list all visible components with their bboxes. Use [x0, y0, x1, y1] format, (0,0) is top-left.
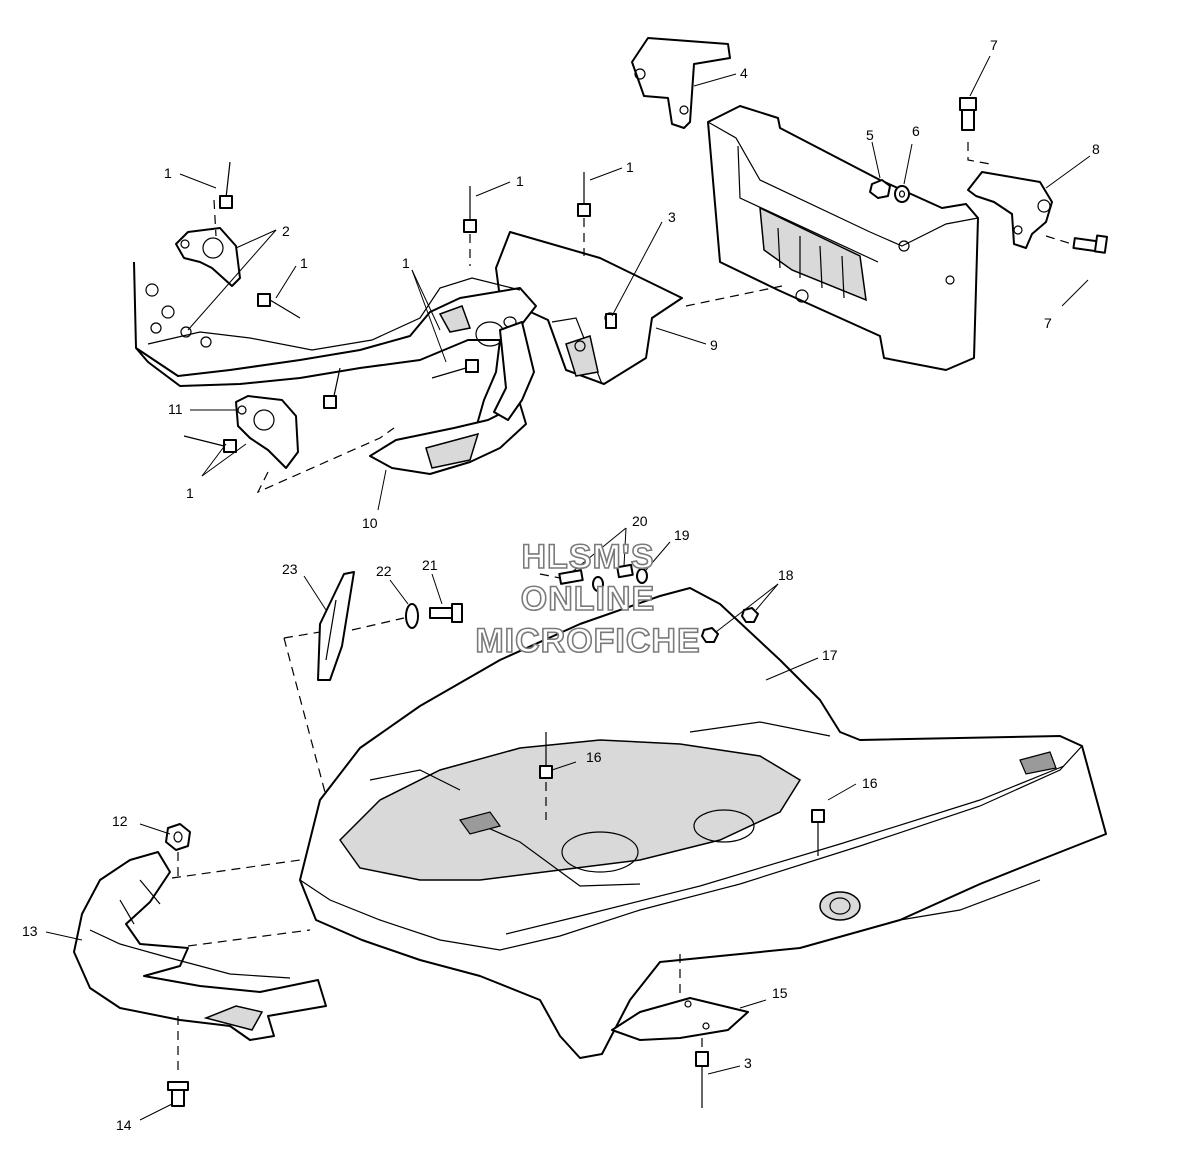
callout-17: 17: [822, 647, 838, 663]
callout-6: 6: [912, 123, 920, 139]
part-8-bracket: [967, 171, 1053, 249]
part-15-plate: [611, 997, 749, 1041]
callout-12: 12: [112, 813, 128, 829]
watermark: HLSM'S ONLINE MICROFICHE: [475, 537, 701, 661]
callout-7: 7: [990, 37, 998, 53]
leader-lines: [45, 55, 1091, 1121]
part-7-bolt-upper: [959, 97, 977, 131]
rivet-1a: [219, 161, 233, 209]
callout-1: 1: [300, 255, 308, 271]
rivet-3: [605, 313, 617, 329]
callout-2: 2: [282, 223, 290, 239]
rivet-1e: [431, 359, 479, 379]
part-12-nut: [165, 823, 191, 851]
part-18-nuts: [701, 607, 759, 643]
part-17-hull: [299, 587, 1107, 1059]
callout-1: 1: [626, 159, 634, 175]
callout-15: 15: [772, 985, 788, 1001]
lower-alignment-lines: [171, 573, 703, 1076]
callout-1: 1: [516, 173, 524, 189]
callout-1: 1: [186, 485, 194, 501]
part-6-washer: [894, 185, 910, 203]
rivet-1d: [257, 293, 301, 319]
part-16-rivets: [539, 732, 825, 856]
rear-crossmember: [707, 105, 979, 371]
callout-22: 22: [376, 563, 392, 579]
callout-13: 13: [22, 923, 38, 939]
part-11-bracket: [235, 395, 299, 469]
callout-16: 16: [862, 775, 878, 791]
callout-3: 3: [668, 209, 676, 225]
callout-8: 8: [1092, 141, 1100, 157]
part-3-rivet-lower: [695, 1051, 709, 1108]
part-23-plate: [317, 571, 355, 681]
part-20-fasteners: [558, 563, 634, 585]
part-14-bolt: [167, 1081, 189, 1107]
callout-11: 11: [168, 401, 183, 417]
part-10-foot-bracket: [369, 321, 535, 475]
rivet-1f: [183, 435, 237, 453]
callout-23: 23: [282, 561, 298, 577]
callout-9: 9: [710, 337, 718, 353]
callout-5: 5: [866, 127, 874, 143]
watermark-line-3: MICROFICHE: [475, 622, 700, 660]
callout-numbers: 1 1 1 1 1 1 2 3 3 4 5 6 7 7 8 9 10 11 12…: [22, 37, 1100, 1133]
part-5-nut: [869, 179, 891, 199]
part-21-bolt: [429, 603, 463, 623]
rivet-1g: [323, 367, 341, 409]
rivet-1c: [577, 172, 591, 217]
part-4-bracket: [631, 37, 731, 129]
callout-1: 1: [164, 165, 172, 181]
callout-4: 4: [740, 65, 748, 81]
part-19-washers: [592, 568, 648, 592]
part-1-rivets: [183, 161, 617, 453]
callout-7: 7: [1044, 315, 1052, 331]
upper-alignment-lines: [213, 142, 1073, 494]
callout-10: 10: [362, 515, 378, 531]
callout-20: 20: [632, 513, 648, 529]
callout-16: 16: [586, 749, 602, 765]
watermark-line-1: HLSM'S: [521, 538, 654, 576]
callout-19: 19: [674, 527, 690, 543]
callout-3: 3: [744, 1055, 752, 1071]
watermark-line-2: ONLINE: [521, 580, 655, 618]
rivet-1b: [463, 186, 477, 233]
part-7-bolt-lower: [1072, 234, 1109, 254]
callout-1: 1: [402, 255, 410, 271]
callout-18: 18: [778, 567, 794, 583]
callout-14: 14: [116, 1117, 132, 1133]
part-2-bracket: [175, 227, 241, 287]
callout-21: 21: [422, 557, 438, 573]
part-13-bumper: [73, 851, 327, 1041]
part-22-washer: [405, 603, 419, 629]
